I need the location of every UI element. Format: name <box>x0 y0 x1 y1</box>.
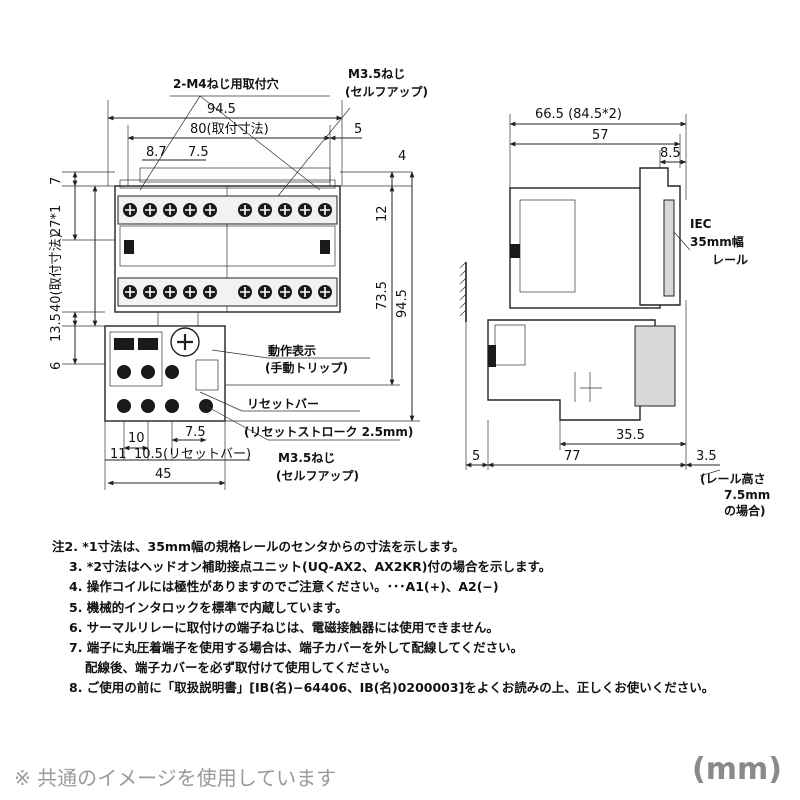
note-7: 7. 端子に丸圧着端子を使用する場合は、端子カバーを外して配線してください。 <box>69 640 524 656</box>
dim-8-5: 8.5 <box>660 146 681 161</box>
note-5: 5. 機械的インタロックを標準で内蔵しています。 <box>69 599 348 615</box>
dim-73-5: 73.5 <box>375 281 390 310</box>
footer-note: ※ 共通のイメージを使用しています <box>14 766 337 790</box>
side-view: 66.5 (84.5*2) 57 8.5 IEC 35mm幅 レール 35.5 … <box>459 107 770 518</box>
dim-66-5: 66.5 (84.5*2) <box>535 107 622 122</box>
dim-45: 45 <box>155 467 172 482</box>
dim-5: 5 <box>354 122 362 137</box>
front-view: 2-M4ねじ用取付穴 M3.5ねじ (セルフアップ) 94.5 80(取付寸法)… <box>49 67 428 490</box>
callout-indicator-2: (手動トリップ) <box>265 360 348 375</box>
side-dimension-lines <box>465 121 721 477</box>
callout-reset-1: リセットバー <box>247 397 319 411</box>
dim-7-5-top: 7.5 <box>188 145 209 160</box>
rail-height-1: (レール高さ <box>700 471 766 486</box>
thermal-relay <box>104 311 226 422</box>
dim-10-5: 10.5(リセットバー) <box>134 447 251 462</box>
dim-57: 57 <box>592 128 609 143</box>
note-2: 注2. *1寸法は、35mm幅の規格レールのセンタからの寸法を示します。 <box>52 539 465 554</box>
mounting-surface <box>459 261 467 322</box>
side-thermal-relay <box>487 319 656 421</box>
rail-height-2: 7.5mm <box>724 488 770 502</box>
dimension-drawing: 2-M4ねじ用取付穴 M3.5ねじ (セルフアップ) 94.5 80(取付寸法)… <box>49 67 770 518</box>
dim-3-5: 3.5 <box>696 449 717 464</box>
note-6: 6. サーマルリレーに取付けの端子ねじは、電磁接触器には使用できません。 <box>69 619 499 635</box>
front-dimension-lines <box>72 115 415 486</box>
callout-mounting-holes: 2-M4ねじ用取付穴 <box>173 76 279 91</box>
callout-screw-top-1: M3.5ねじ <box>348 67 405 81</box>
dim-35-5: 35.5 <box>616 428 645 443</box>
side-contactor-body <box>509 187 661 309</box>
dim-12: 12 <box>375 205 390 222</box>
dim-8-7: 8.7 <box>146 145 167 160</box>
unit-label: (mm) <box>692 752 782 787</box>
note-4: 4. 操作コイルには極性がありますのでご注意ください。･･･A1(+)、A2(−… <box>69 579 499 595</box>
dim-width: 94.5 <box>207 102 236 117</box>
dim-11: 11 <box>110 447 127 462</box>
upper-terminal-row <box>117 195 338 225</box>
lower-terminal-row <box>117 277 338 307</box>
dim-5-side: 5 <box>472 449 480 464</box>
dim-40: 40(取付寸法) <box>49 233 64 312</box>
callout-reset-2: (リセットストローク 2.5mm) <box>244 425 413 439</box>
dim-4: 4 <box>398 149 406 164</box>
front-leader-lines <box>139 95 400 441</box>
dim-7-5-bottom: 7.5 <box>185 425 206 440</box>
note-7-continued: 配線後、端子カバーを必ず取付けて使用してください。 <box>85 660 397 676</box>
rail-label-1: IEC <box>690 217 712 231</box>
callout-screw-bottom-1: M3.5ねじ <box>278 451 335 465</box>
rail-label-2: 35mm幅 <box>690 234 744 249</box>
callout-screw-bottom-2: (セルフアップ) <box>276 468 359 483</box>
dim-13-5: 13.5 <box>49 313 64 342</box>
front-extension-lines <box>62 100 420 490</box>
callout-indicator-1: 動作表示 <box>268 343 316 358</box>
dim-6: 6 <box>49 362 64 370</box>
callout-screw-top-2: (セルフアップ) <box>345 84 428 99</box>
dim-77: 77 <box>564 449 581 464</box>
rail-label-3: レール <box>712 253 748 267</box>
dim-94-5-vertical: 94.5 <box>395 289 410 318</box>
dim-10: 10 <box>128 431 145 446</box>
notes-list: 注2. *1寸法は、35mm幅の規格レールのセンタからの寸法を示します。 3. … <box>52 537 792 699</box>
note-3: 3. *2寸法はヘッドオン補助接点ユニット(UQ-AX2、AX2KR)付の場合を… <box>69 559 552 575</box>
note-8: 8. ご使用の前に「取扱説明書」[IB(名)−64406、IB(名)020000… <box>69 680 715 696</box>
dim-mount: 80(取付寸法) <box>190 122 269 137</box>
dim-7: 7 <box>49 177 64 185</box>
dim-27: 27*1 <box>49 205 64 236</box>
rail-height-3: の場合) <box>724 503 766 518</box>
